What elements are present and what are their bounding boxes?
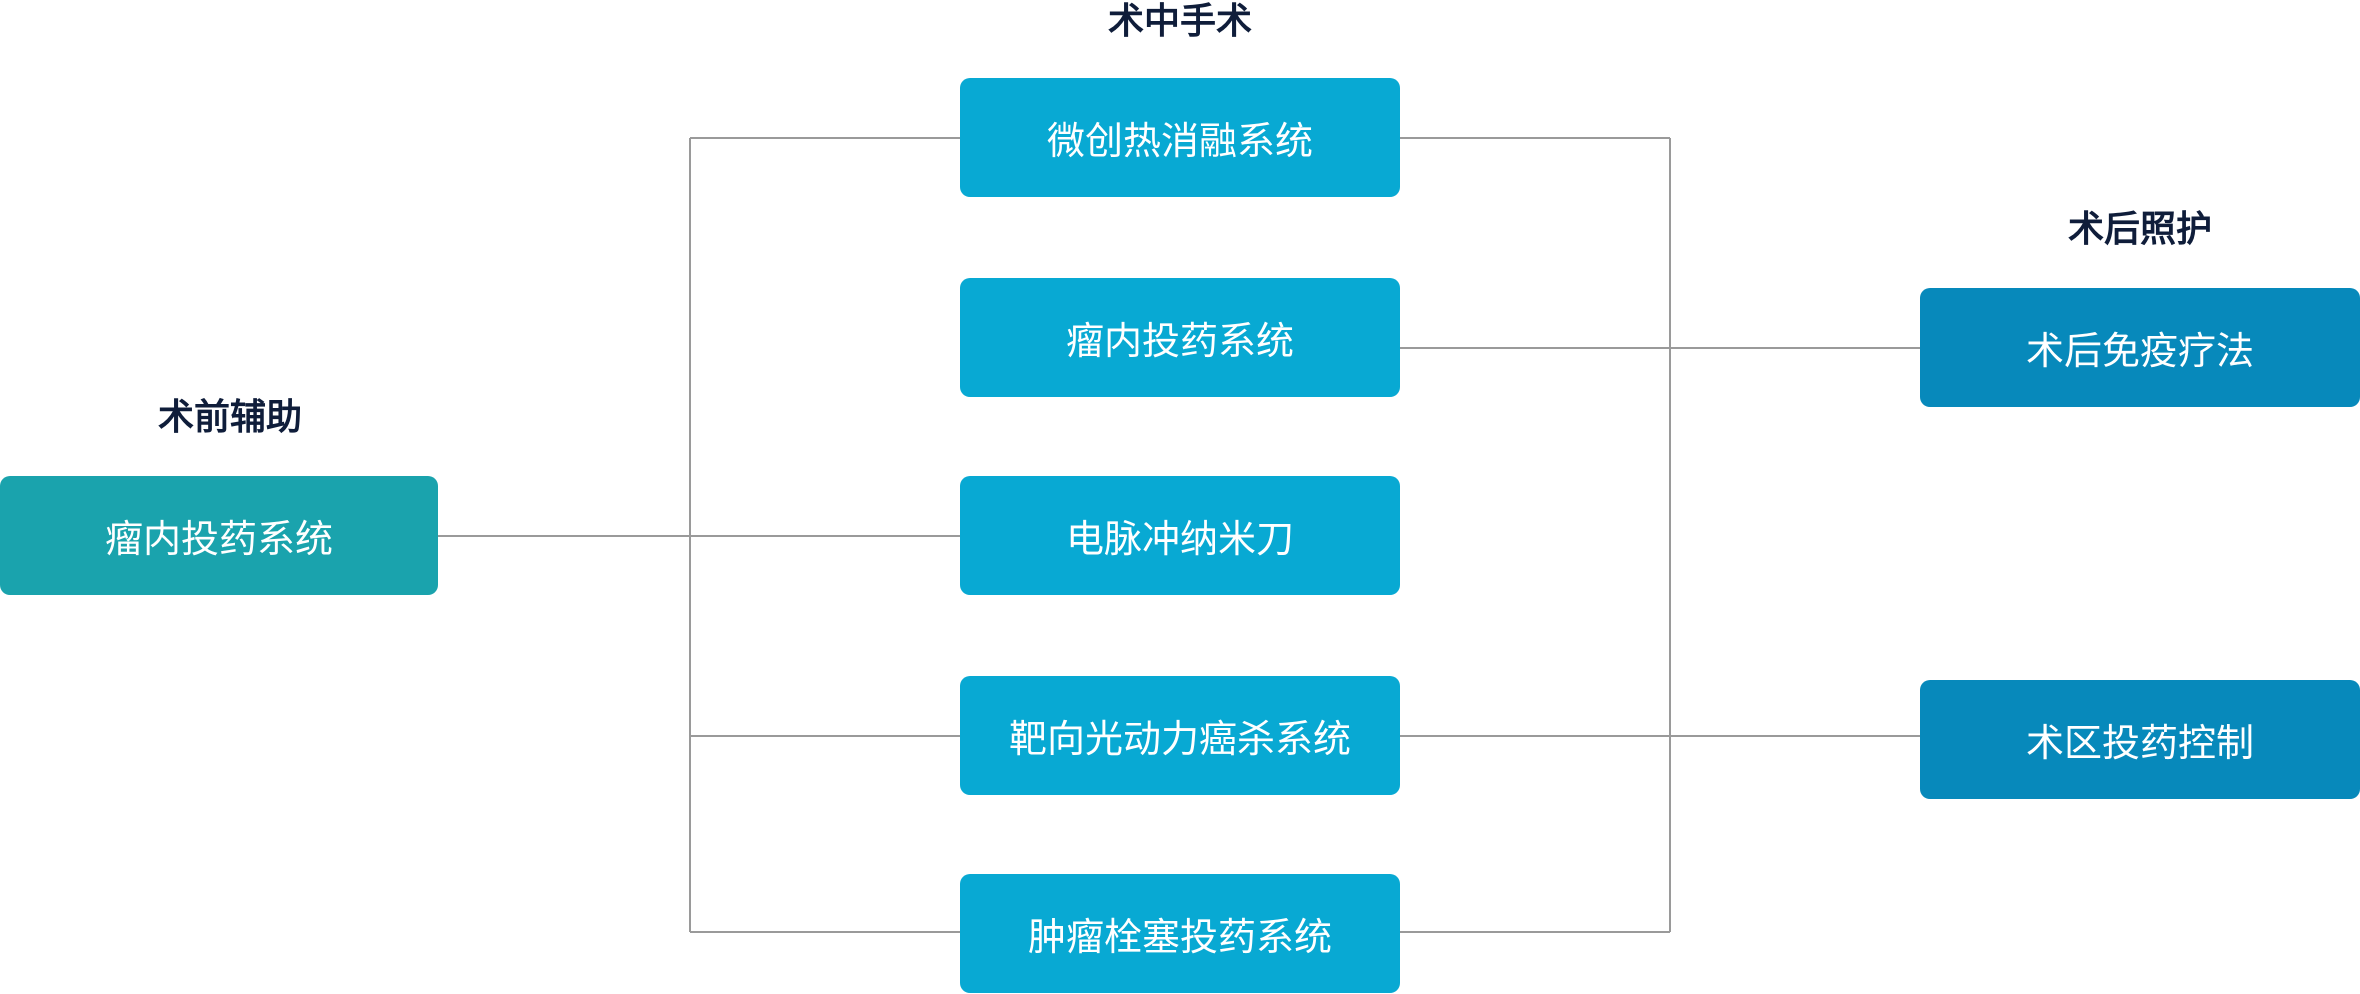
intraop-box-tumor-drug-delivery[interactable]: 瘤内投药系统 <box>960 278 1400 397</box>
postop-title: 术后照护 <box>2067 209 2212 250</box>
intraop-box-embolization[interactable]: 肿瘤栓塞投药系统 <box>960 874 1400 993</box>
preop-box-tumor-drug-delivery[interactable]: 瘤内投药系统 <box>0 476 438 595</box>
intraop-box-photodynamic[interactable]: 靶向光动力癌杀系统 <box>960 676 1400 795</box>
intraop-box-nanoknife[interactable]: 电脉冲纳米刀 <box>960 476 1400 595</box>
preop-title: 术前辅助 <box>157 397 302 438</box>
postop-box-immunotherapy[interactable]: 术后免疫疗法 <box>1920 288 2360 407</box>
intraop-title: 术中手术 <box>1107 1 1252 42</box>
postop-box-drug-control[interactable]: 术区投药控制 <box>1920 680 2360 799</box>
intraop-box-thermal-ablation[interactable]: 微创热消融系统 <box>960 78 1400 197</box>
